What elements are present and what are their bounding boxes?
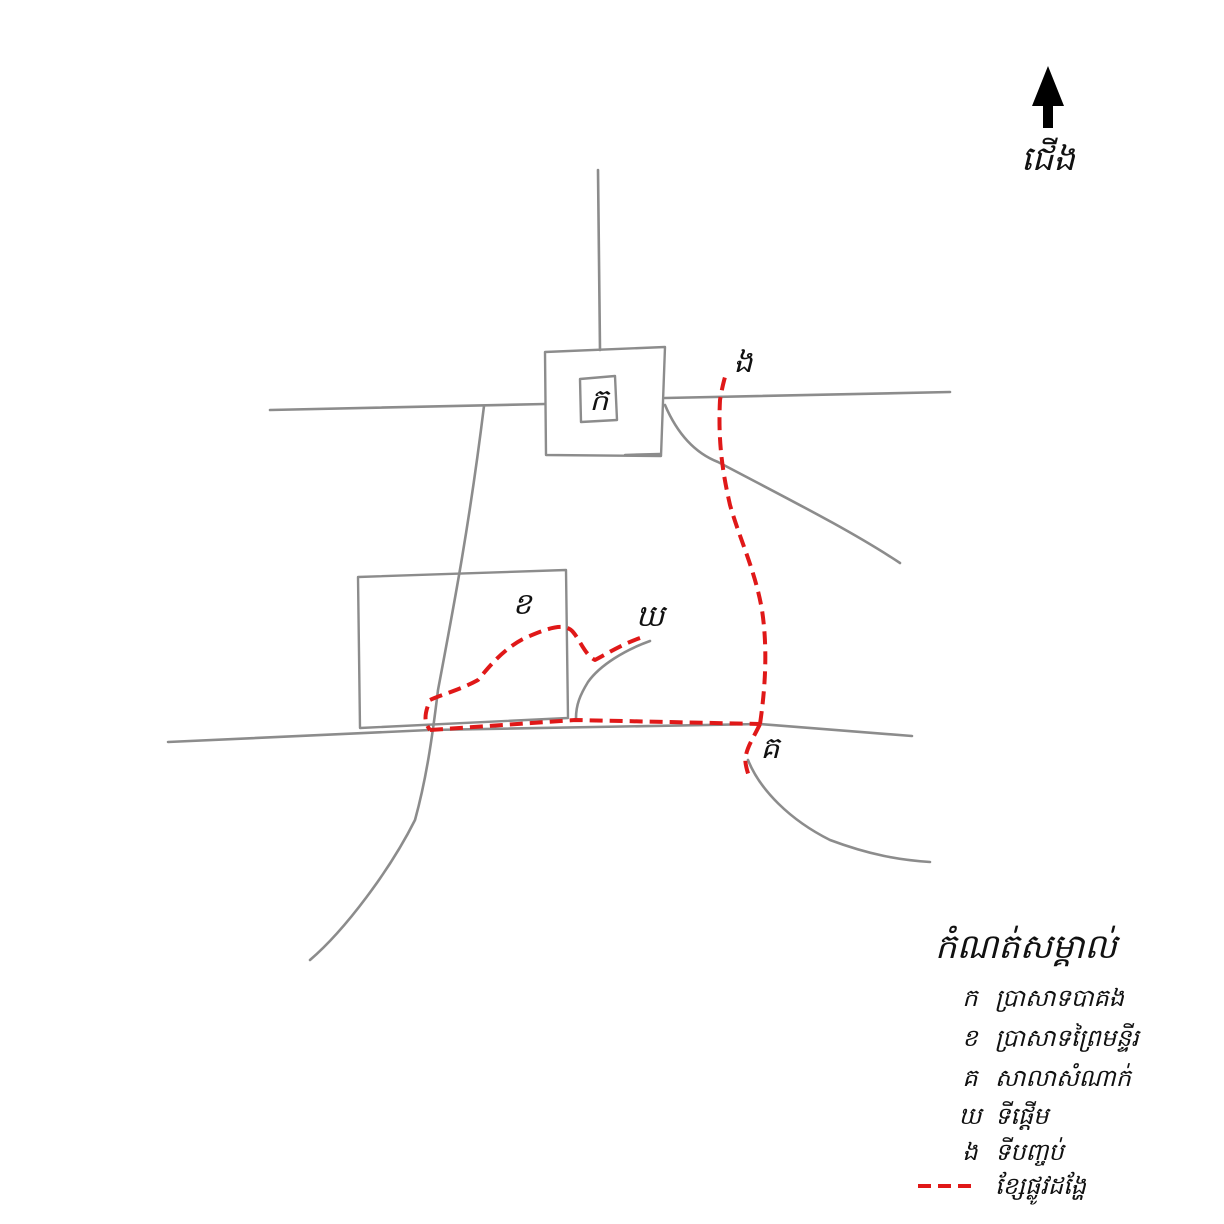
legend-key-d: ឃ bbox=[959, 1102, 985, 1130]
temple-bakong-outer-wall bbox=[543, 345, 667, 458]
north-indicator: ជើង bbox=[1021, 66, 1076, 179]
road-start-branch bbox=[574, 639, 652, 720]
temple-prei-monti-enclosure bbox=[356, 568, 570, 730]
temple-prei-monti: ខ bbox=[356, 568, 570, 730]
temple-bakong-gate bbox=[623, 452, 662, 457]
road-east-diagonal bbox=[663, 403, 902, 565]
road-southwest-diagonal bbox=[308, 404, 486, 962]
legend-item-a: ប្រាសាទបាគង bbox=[995, 984, 1125, 1012]
route-segment-south-road bbox=[429, 718, 761, 732]
legend-item-e: ទីបញ្ចប់ bbox=[995, 1137, 1066, 1166]
place-label-b: ខ bbox=[512, 587, 533, 622]
route-segment-gokuru bbox=[743, 723, 762, 781]
legend-item-d: ទីផ្ដើម bbox=[995, 1101, 1051, 1130]
road-southeast bbox=[746, 758, 932, 864]
place-label-a: ក bbox=[589, 383, 611, 418]
legend-title: កំណត់សម្គាល់ bbox=[935, 925, 1120, 967]
legend-key-a: ក bbox=[962, 984, 979, 1012]
temple-bakong: ក bbox=[543, 345, 667, 458]
map-legend: កំណត់សម្គាល់ ក ប្រាសាទបាគង ខ ប្រាសាទព្រៃ… bbox=[918, 925, 1141, 1205]
temple-bakong-inner-sanctuary bbox=[578, 374, 619, 424]
road-upper-west bbox=[268, 402, 547, 412]
route-segment-start bbox=[423, 624, 641, 732]
legend-key-e: ង bbox=[962, 1138, 978, 1166]
place-label-e: ង bbox=[733, 345, 753, 380]
legend-key-c: គ bbox=[962, 1064, 979, 1092]
north-label: ជើង bbox=[1021, 137, 1076, 179]
legend-item-c: សាលាសំណាក់ bbox=[995, 1063, 1133, 1092]
road-north bbox=[596, 168, 602, 352]
road-network bbox=[166, 168, 952, 962]
legend-item-b: ប្រាសាទព្រៃមន្ទីរ bbox=[995, 1023, 1141, 1052]
road-upper-east bbox=[663, 390, 952, 400]
legend-key-b: ខ bbox=[962, 1024, 979, 1052]
place-label-c: គ bbox=[760, 731, 782, 766]
procession-route bbox=[423, 373, 768, 781]
legend-route-label: ខ្សែផ្លូវដង្ហែ bbox=[995, 1171, 1087, 1205]
north-arrow-icon bbox=[1032, 66, 1064, 128]
place-label-d: ឃ bbox=[636, 599, 668, 634]
route-segment-north bbox=[717, 373, 768, 725]
road-south-main bbox=[166, 722, 914, 744]
